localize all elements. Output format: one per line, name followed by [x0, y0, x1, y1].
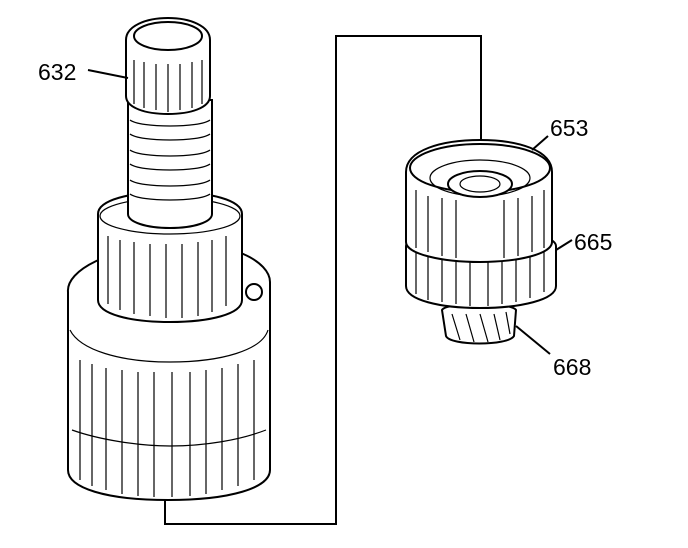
- callout-665: 665: [574, 229, 612, 255]
- callout-632: 632: [38, 59, 76, 85]
- assembly-connector-line: [164, 35, 482, 525]
- leader-653: [531, 135, 549, 151]
- leader-632: [87, 69, 129, 79]
- leader-665: [555, 239, 573, 251]
- callout-668: 668: [553, 354, 591, 380]
- gear-assembly-right: [405, 138, 557, 345]
- callout-653: 653: [550, 115, 588, 141]
- leader-668: [515, 325, 551, 355]
- shaft-assembly-632: [66, 16, 271, 502]
